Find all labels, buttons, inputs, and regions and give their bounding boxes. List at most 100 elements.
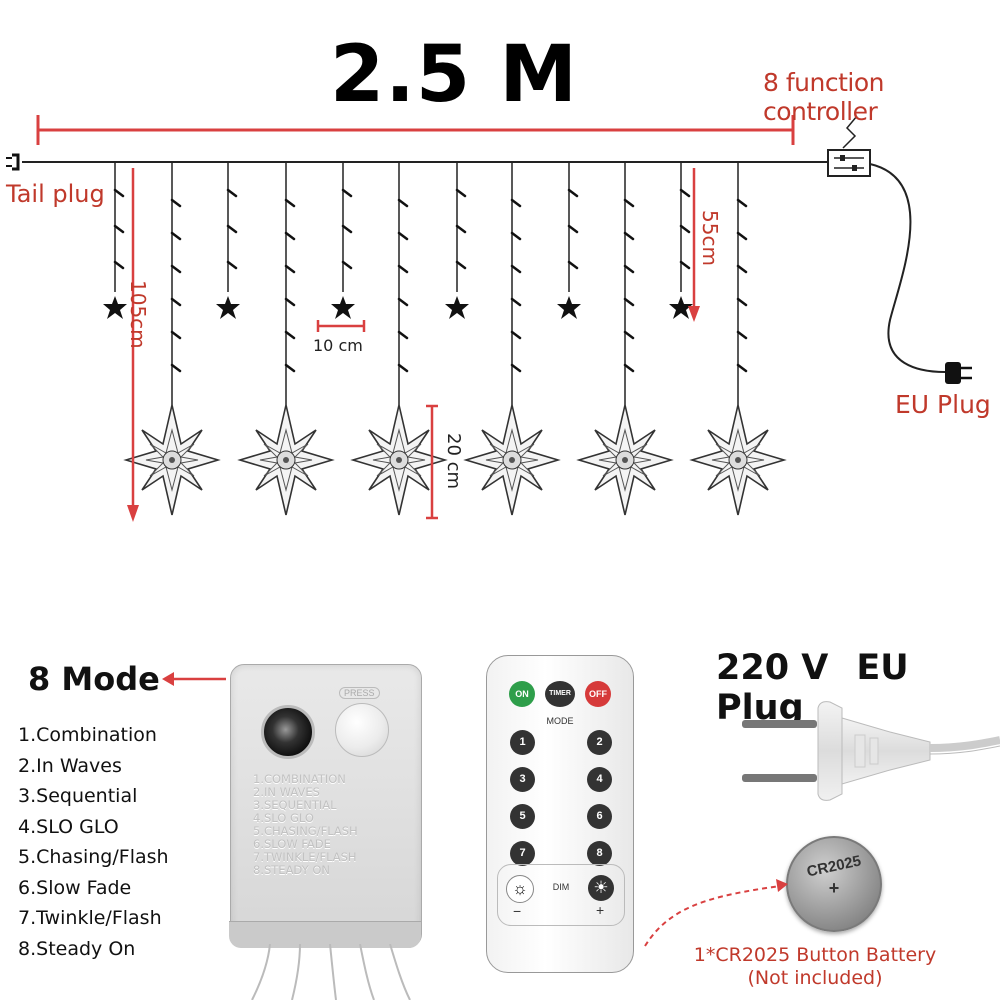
big-star-icon (465, 404, 559, 516)
on-button[interactable]: ON (509, 681, 535, 707)
small-star-icon (216, 296, 240, 319)
bulb (623, 198, 635, 208)
bulb (510, 198, 522, 208)
bulb (226, 260, 238, 270)
mode-button[interactable] (335, 703, 389, 757)
spacing-dimension (316, 320, 366, 332)
bulb (284, 264, 296, 274)
bulb (170, 330, 182, 340)
mode-5-button[interactable]: 5 (510, 804, 535, 829)
short-strand (103, 162, 127, 319)
drop-long-dimension (127, 168, 139, 522)
number-pad: 1 2 3 4 5 6 7 8 (507, 730, 615, 870)
long-strand (691, 162, 785, 516)
battery-note-line2: (Not included) (747, 967, 883, 989)
bulb (397, 231, 409, 241)
mode-item: 5.Chasing/Flash (18, 846, 169, 868)
mode-item: 6.Slow Fade (18, 876, 132, 899)
plus-label: + (596, 902, 605, 918)
mode-list: 1.Combination 2.In Waves 3.Sequential 4.… (18, 724, 169, 968)
short-strands (103, 162, 693, 319)
dim-area: ☼ ☀ DIM − + (497, 864, 625, 926)
bulb (623, 363, 635, 373)
dim-down-icon[interactable]: ☼ (506, 875, 534, 903)
mode-4-button[interactable]: 4 (587, 767, 612, 792)
modes-title: 8 Mode (28, 660, 160, 698)
bulb (113, 260, 125, 270)
long-strand (125, 162, 219, 516)
bulb (567, 224, 579, 234)
mode-item: 7.Twinkle/Flash (18, 907, 162, 929)
star-size-dimension (426, 404, 438, 520)
bulb (341, 224, 353, 234)
mode-8-button[interactable]: 8 (587, 841, 612, 866)
long-strand (239, 162, 333, 516)
bulb (736, 297, 748, 307)
long-strand (578, 162, 672, 516)
star-size-label: 20 cm (443, 433, 464, 490)
mode-3-button[interactable]: 3 (510, 767, 535, 792)
bulb (397, 297, 409, 307)
bulb (341, 260, 353, 270)
short-strand (216, 162, 240, 319)
bulb (736, 363, 748, 373)
bulb (567, 260, 579, 270)
bulb (455, 188, 467, 198)
off-button[interactable]: OFF (585, 681, 611, 707)
small-star-icon (445, 296, 469, 319)
spacing-label: 10 cm (313, 336, 363, 355)
bulb (113, 224, 125, 234)
controller-pointer (842, 115, 858, 149)
controller-base (229, 921, 421, 948)
box-mode-print: 1.COMBINATION 2.IN WAVES 3.SEQUENTIAL 4.… (253, 772, 358, 877)
tail-plug-icon (6, 153, 20, 171)
timer-button[interactable]: TIMER (545, 681, 575, 707)
remote-control: ON TIMER OFF MODE 1 2 3 4 5 6 7 8 ☼ ☀ DI… (486, 655, 634, 973)
cr2025-battery: CR2025 + (786, 836, 882, 932)
eu-plug-small-icon (945, 362, 972, 384)
dim-up-icon[interactable]: ☀ (588, 875, 614, 901)
eu-plug-icon (742, 701, 1000, 801)
bulb (170, 264, 182, 274)
drop-long-label: 105cm (126, 280, 150, 349)
drop-short-dimension (688, 168, 700, 322)
mode-1-button[interactable]: 1 (510, 730, 535, 755)
mode-item: 3.Sequential (18, 785, 138, 807)
bulb (284, 330, 296, 340)
big-star-icon (578, 404, 672, 516)
bulb (510, 297, 522, 307)
mode-6-button[interactable]: 6 (587, 804, 612, 829)
bulb (679, 260, 691, 270)
battery-plus-label: + (828, 878, 840, 898)
bulb (510, 363, 522, 373)
long-strand (352, 162, 446, 516)
controller-label: 8 function controller (763, 68, 884, 126)
ir-receiver-icon (261, 705, 315, 759)
bulb (623, 297, 635, 307)
battery-note-line1: 1*CR2025 Button Battery (693, 944, 937, 966)
drop-short-label: 55cm (698, 210, 722, 266)
bulb (455, 260, 467, 270)
bulb (455, 224, 467, 234)
length-dimension (36, 115, 795, 145)
battery-note: 1*CR2025 Button Battery (Not included) (650, 944, 980, 990)
bulb (284, 363, 296, 373)
dim-label: DIM (552, 882, 570, 892)
mode-item: 2.In Waves (18, 754, 122, 777)
bulb (623, 231, 635, 241)
controller-wires (251, 944, 411, 1000)
bulb (736, 198, 748, 208)
big-star-icon (691, 404, 785, 516)
short-strand (331, 162, 355, 319)
bulb (170, 363, 182, 373)
mode-2-button[interactable]: 2 (587, 730, 612, 755)
mode-7-button[interactable]: 7 (510, 841, 535, 866)
controller-box: PRESS 1.COMBINATION 2.IN WAVES 3.SEQUENT… (229, 664, 422, 948)
bulb (679, 224, 691, 234)
eu-plug-label: EU Plug (895, 390, 991, 419)
controller-icon (827, 149, 871, 177)
voltage-label: 220 V (716, 648, 829, 688)
tail-plug-label: Tail plug (6, 180, 105, 208)
short-strand (557, 162, 581, 319)
short-strand (445, 162, 469, 319)
